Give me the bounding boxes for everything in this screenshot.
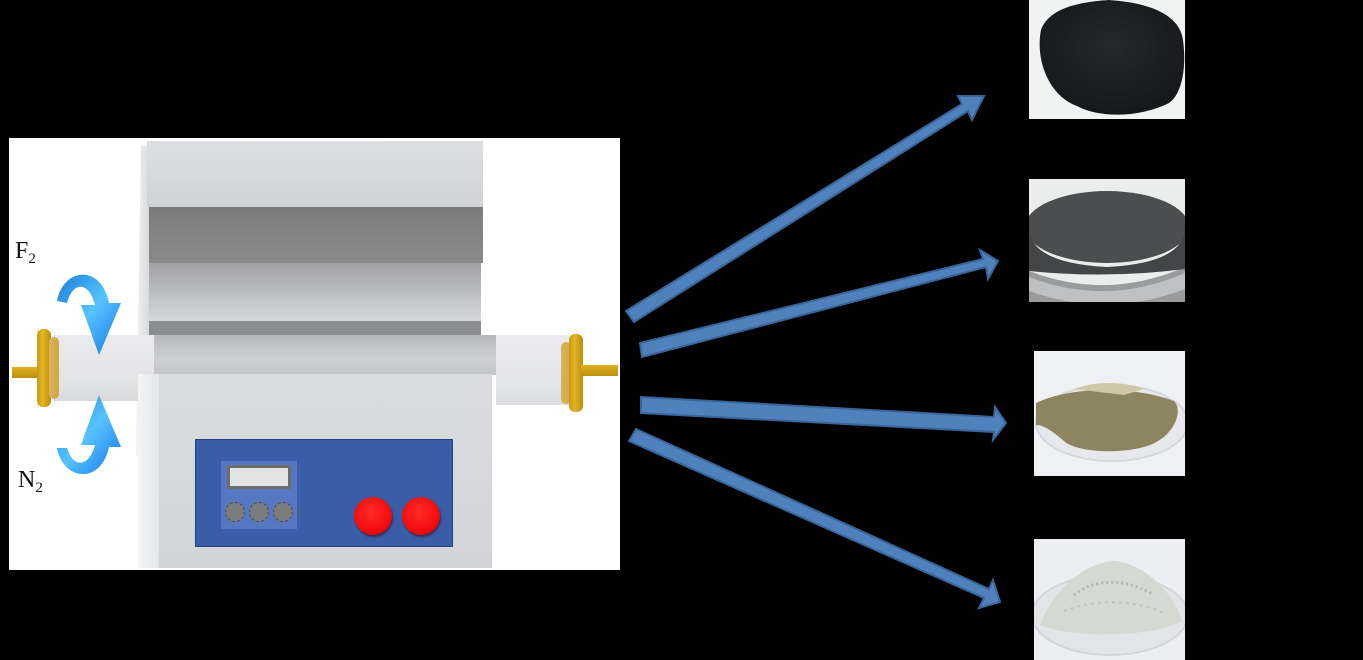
- white-powder-dish-icon: [1034, 539, 1185, 660]
- furnace-lid-lip: [149, 321, 481, 335]
- product-olive-powder: [1034, 351, 1185, 476]
- product-white-powder: [1034, 539, 1185, 660]
- controller-knob-3[interactable]: [273, 502, 293, 522]
- red-indicator-button-1[interactable]: [354, 497, 392, 535]
- control-panel: [195, 439, 453, 547]
- left-flange-ring: [49, 337, 59, 399]
- quartz-tube-center: [124, 335, 504, 375]
- arrow-to-product-4-icon: [627, 427, 1002, 610]
- temperature-controller: [221, 461, 297, 529]
- furnace-illustration: F2 N2: [9, 138, 620, 570]
- furnace-lid-front: [149, 207, 483, 263]
- f2-label: F2: [15, 238, 36, 267]
- left-flange: [37, 329, 51, 407]
- controller-display: [227, 465, 291, 489]
- product-dark-gray-powder: [1029, 179, 1185, 302]
- red-indicator-button-2[interactable]: [402, 497, 440, 535]
- gas-flow-arrows-icon: [57, 274, 121, 475]
- olive-powder-dish-icon: [1034, 351, 1185, 476]
- right-gas-outlet-stem: [581, 365, 618, 376]
- furnace-lid-top: [147, 141, 483, 207]
- dark-gray-powder-dish-icon: [1029, 179, 1185, 302]
- controller-knob-2[interactable]: [249, 502, 269, 522]
- right-flange: [569, 334, 583, 412]
- black-powder-heap-icon: [1039, 0, 1185, 115]
- arrow-to-product-2-icon: [638, 247, 1000, 359]
- product-black-powder: [1029, 0, 1185, 119]
- quartz-tube-left: [54, 335, 154, 401]
- arrow-to-product-1-icon: [624, 95, 986, 324]
- right-flange-ring: [561, 342, 571, 404]
- furnace-lid-inner: [149, 263, 481, 321]
- n2-label: N2: [18, 467, 43, 496]
- arrow-to-product-3-icon: [640, 395, 1008, 444]
- controller-knob-1[interactable]: [225, 502, 245, 522]
- left-gas-inlet-stem: [12, 367, 40, 378]
- furnace-body-side: [138, 374, 160, 568]
